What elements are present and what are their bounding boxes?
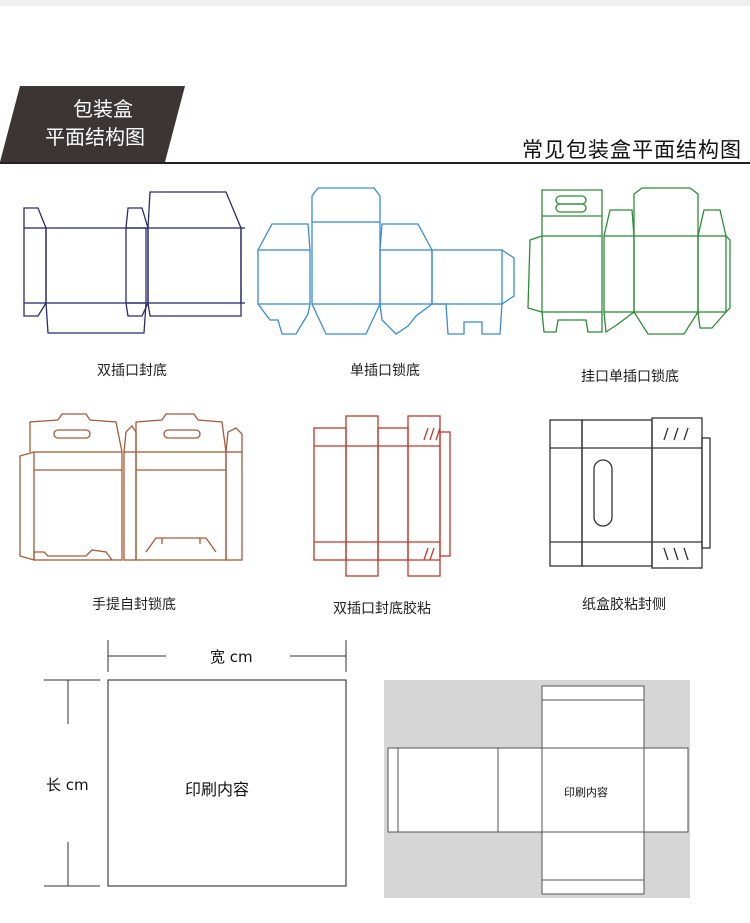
box-diagram-hanger-lock — [527, 187, 731, 335]
box-label-double-tuck: 双插口封底 — [97, 363, 167, 379]
box-label-hanger-lock: 挂口单插口锁底 — [581, 369, 679, 385]
badge-shape — [0, 86, 185, 162]
box-label-side-glued: 纸盒胶粘封侧 — [582, 597, 666, 613]
box-diagram-side-glued — [549, 417, 711, 569]
box-label-single-tuck-lock: 单插口锁底 — [350, 363, 420, 379]
top-strip — [0, 0, 750, 6]
badge-title-line2: 平面结构图 — [45, 125, 145, 149]
box-label-handle-lock: 手提自封锁底 — [92, 597, 176, 613]
print-content-label: 印刷内容 — [185, 780, 250, 799]
heading-rule — [0, 162, 750, 164]
box-label-double-tuck-glued: 双插口封底胶粘 — [333, 601, 431, 617]
length-label: 长 cm — [46, 776, 89, 794]
width-label: 宽 cm — [210, 648, 253, 666]
box-diagram-double-tuck — [23, 191, 245, 334]
dimension-spec: 宽 cm 长 cm 印刷内容 印刷内容 — [0, 630, 750, 923]
spec-drawing — [44, 640, 690, 898]
badge-title-line1: 包装盒 — [73, 97, 133, 121]
net-print-content-label: 印刷内容 — [564, 786, 608, 799]
box-diagram-double-tuck-glued — [313, 415, 451, 577]
banner: 包装盒 平面结构图 常见包装盒平面结构图 — [0, 86, 750, 164]
section-heading: 常见包装盒平面结构图 — [522, 138, 742, 162]
box-diagram-single-tuck-lock — [257, 187, 515, 335]
box-diagram-handle-lock — [19, 413, 243, 561]
